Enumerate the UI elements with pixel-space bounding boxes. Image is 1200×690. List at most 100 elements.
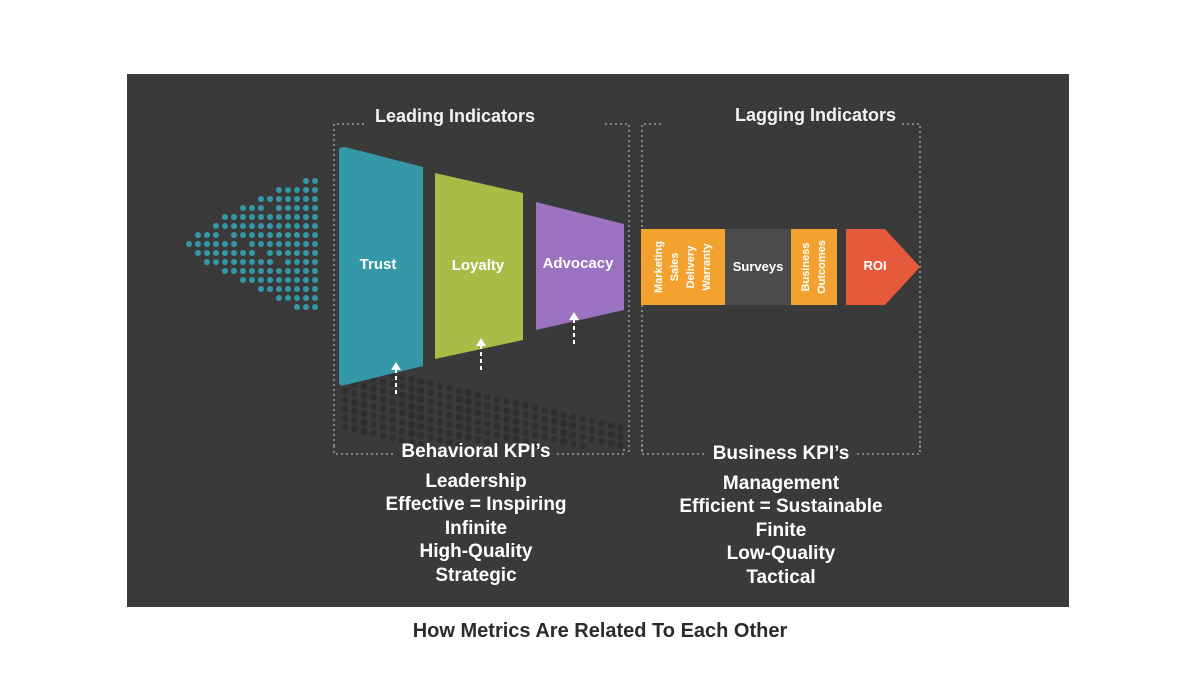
shadow-dot <box>493 440 501 448</box>
particle-dot <box>312 304 318 310</box>
particle-dot <box>240 259 246 265</box>
shadow-dot <box>389 398 396 406</box>
leading-indicators-header: Leading Indicators <box>375 106 536 126</box>
particle-dot <box>204 232 210 238</box>
shadow-dot <box>427 398 434 406</box>
shadow-dot <box>484 438 491 446</box>
shadow-dot <box>379 396 387 404</box>
particle-dot <box>312 232 318 238</box>
shadow-dot <box>408 439 415 446</box>
particle-dot <box>258 286 264 292</box>
particle-dot <box>312 178 318 184</box>
particle-dot <box>213 223 219 229</box>
particle-dot <box>294 196 300 202</box>
particle-dot <box>222 214 228 220</box>
shadow-dot <box>579 433 586 441</box>
particle-dot <box>258 268 264 274</box>
particle-dot <box>213 232 219 238</box>
behavioral-kpi-item: Strategic <box>435 564 517 586</box>
particle-dot <box>267 286 273 292</box>
shadow-dot <box>503 398 510 405</box>
particle-dot <box>276 214 282 220</box>
shadow-dot <box>379 378 387 386</box>
shadow-dot <box>379 387 387 395</box>
shadow-dot <box>370 430 377 437</box>
shadow-dot <box>351 416 358 424</box>
shadow-dot <box>588 417 596 425</box>
particle-dot <box>276 232 282 238</box>
marketing-sales-delivery-warranty-segment <box>641 229 725 305</box>
shadow-dot <box>617 433 624 441</box>
shadow-dot <box>541 424 548 432</box>
shadow-dot <box>446 384 453 392</box>
shadow-dot <box>455 423 463 430</box>
shadow-dot <box>417 378 425 385</box>
particle-dot <box>303 214 309 220</box>
shadow-dot <box>541 433 548 441</box>
shadow-dot <box>417 405 425 412</box>
shadow-dot <box>493 422 501 430</box>
shadow-dot <box>455 441 463 448</box>
advocacy-label: Advocacy <box>543 255 615 272</box>
advocacy-stage <box>536 202 624 330</box>
shadow-dot <box>446 411 453 419</box>
shadow-dot <box>370 403 377 410</box>
particle-dot <box>240 277 246 283</box>
shadow-dot <box>550 409 558 416</box>
shadow-dot <box>427 425 434 433</box>
shadow-dot <box>512 400 520 407</box>
shadow-dot <box>484 429 491 437</box>
particle-dot <box>276 223 282 229</box>
particle-dot <box>231 214 237 220</box>
behavioral-kpi-item: Leadership <box>425 470 527 492</box>
shadow-dot <box>446 429 453 437</box>
surveys-label: Surveys <box>733 259 784 274</box>
particle-dot <box>285 286 291 292</box>
shadow-dot <box>484 411 491 419</box>
particle-dot <box>312 295 318 301</box>
shadow-dot <box>560 420 567 427</box>
particle-dot <box>249 268 255 274</box>
shadow-dot <box>351 425 358 433</box>
shadow-dot <box>360 401 368 408</box>
shadow-dot <box>436 427 444 435</box>
particle-dot <box>294 259 300 265</box>
shadow-dot <box>588 435 596 443</box>
shadow-dot <box>417 387 425 394</box>
particle-dot <box>267 232 273 238</box>
shadow-dot <box>598 420 605 427</box>
shadow-dot <box>360 392 368 399</box>
shadow-dot <box>417 423 425 430</box>
particle-dot <box>303 250 309 256</box>
lagging-bracket <box>641 123 921 452</box>
figure-caption: How Metrics Are Related To Each Other <box>412 620 788 642</box>
shadow-dot <box>398 436 406 444</box>
particle-dot <box>240 250 246 256</box>
shadow-dot <box>398 373 406 381</box>
shadow-dot <box>474 436 482 444</box>
shadow-dot <box>408 412 415 419</box>
particle-dot <box>285 250 291 256</box>
particle-dot <box>312 286 318 292</box>
particle-dot <box>213 250 219 256</box>
behavioral-kpi-item: Infinite <box>444 517 508 539</box>
shadow-dot <box>493 404 501 412</box>
particle-dot <box>312 196 318 202</box>
particle-dot <box>267 196 273 202</box>
shadow-dot <box>598 438 605 445</box>
particle-dot <box>312 205 318 211</box>
shadow-dot <box>512 409 520 416</box>
shadow-dot <box>379 405 387 413</box>
particle-dot <box>249 259 255 265</box>
shadow-dot <box>569 422 577 430</box>
particle-dot <box>249 250 255 256</box>
shadow-dot <box>607 440 615 447</box>
particle-dot <box>249 277 255 283</box>
particle-dot <box>267 223 273 229</box>
shadow-dot <box>436 409 444 417</box>
particle-dot <box>294 187 300 193</box>
shadow-dot <box>370 394 377 401</box>
shadow-dot <box>370 412 377 419</box>
